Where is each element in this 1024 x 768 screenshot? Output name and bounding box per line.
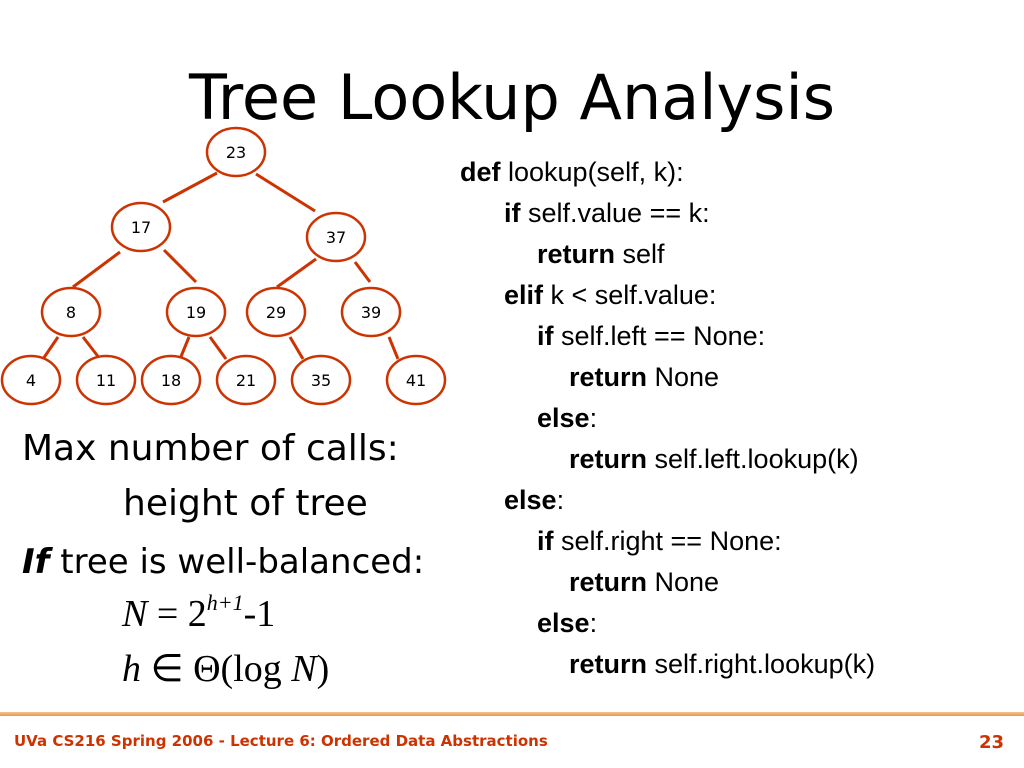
tree-node: 18: [140, 354, 202, 406]
tree-node: 23: [205, 126, 267, 178]
tree-node-label: 37: [326, 228, 346, 247]
tree-node-label: 41: [406, 371, 426, 390]
tree-edge: [81, 336, 102, 360]
tree-node-label: 35: [311, 371, 331, 390]
code-line: else:: [504, 485, 565, 515]
page-number: 23: [978, 732, 1004, 753]
tree-edge: [353, 261, 372, 283]
slide-title: Tree Lookup Analysis: [188, 61, 835, 134]
tree-node-label: 11: [96, 371, 116, 390]
tree-node: 19: [165, 286, 227, 338]
tree-node: 21: [215, 354, 277, 406]
code-line: if self.left == None:: [537, 321, 766, 351]
code-line: return None: [569, 567, 720, 597]
tree-node: 11: [75, 354, 137, 406]
tree-node-label: 23: [226, 143, 246, 162]
tree-node-label: 18: [161, 371, 181, 390]
lookup-code-block: def lookup(self, k): if self.value == k:…: [460, 152, 875, 685]
binary-search-tree-diagram: 23 17 37 8 19 29 39 4 11 18 21 35 41: [0, 126, 447, 406]
tree-node: 8: [40, 286, 102, 338]
tree-node-label: 8: [66, 303, 76, 322]
code-line: if self.value == k:: [504, 198, 710, 228]
tree-node: 41: [385, 354, 447, 406]
code-line: return self.right.lookup(k): [569, 649, 876, 679]
code-line: def lookup(self, k):: [460, 157, 684, 187]
tree-edge: [162, 171, 218, 204]
code-line: else:: [537, 403, 598, 433]
footer-divider: [0, 712, 1024, 716]
tree-node: 4: [0, 354, 62, 406]
tree-edge: [276, 257, 317, 289]
tree-node-label: 19: [186, 303, 206, 322]
tree-node-label: 21: [236, 371, 256, 390]
tree-node: 17: [110, 201, 172, 253]
height-of-tree-text: height of tree: [123, 483, 368, 524]
code-line: return self.left.lookup(k): [569, 444, 859, 474]
tree-edge: [387, 336, 400, 360]
max-calls-text: Max number of calls:: [22, 428, 399, 469]
code-line: return self: [537, 239, 665, 269]
code-line: if self.right == None:: [537, 526, 782, 556]
tree-node: 35: [290, 354, 352, 406]
tree-edge: [72, 250, 121, 289]
tree-node: 37: [305, 211, 367, 263]
tree-node: 29: [245, 286, 307, 338]
height-complexity-equation: h ∈ Θ(log N): [122, 648, 330, 690]
tree-node: 39: [340, 286, 402, 338]
code-line: else:: [537, 608, 598, 638]
tree-node-label: 4: [26, 371, 36, 390]
tree-node-label: 17: [131, 218, 151, 237]
tree-edge: [255, 172, 316, 213]
tree-edge: [41, 336, 60, 360]
node-count-equation: N = 2h+1-1: [122, 590, 276, 636]
tree-node-label: 29: [266, 303, 286, 322]
balanced-condition-text: If tree is well-balanced:: [22, 542, 425, 582]
code-line: elif k < self.value:: [504, 280, 717, 310]
tree-edge: [178, 336, 191, 360]
tree-node-label: 39: [361, 303, 381, 322]
code-line: return None: [569, 362, 720, 392]
tree-edge: [208, 336, 228, 360]
tree-edge: [162, 248, 198, 284]
footer-text: UVa CS216 Spring 2006 - Lecture 6: Order…: [14, 732, 548, 750]
tree-edge: [288, 336, 305, 360]
